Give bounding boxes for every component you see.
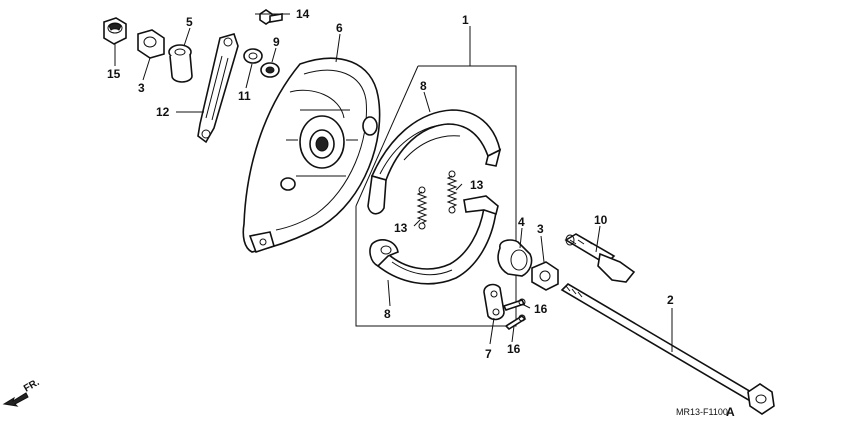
diagram-revision: A: [726, 405, 735, 419]
part-7-plate: [483, 283, 505, 321]
part-12-torque-link: [197, 33, 239, 144]
diagram-code: MR13-F1100 A: [676, 405, 735, 419]
callout-3-right: 3: [537, 222, 544, 236]
part-1-bracket: [355, 26, 517, 327]
callout-8-lower: 8: [384, 307, 391, 321]
callout-labels: 1 2 3 3 4 5 6 7 8 8 9 10 11 12 13 13 14 …: [107, 7, 674, 361]
part-15-nut: [103, 17, 127, 45]
callout-16-lower: 16: [507, 342, 521, 356]
front-label: FR.: [22, 377, 42, 395]
part-2-axle: [560, 282, 775, 415]
part-8-shoe-lower: [369, 195, 499, 285]
callout-6: 6: [336, 21, 343, 35]
callout-15: 15: [107, 67, 121, 81]
callout-12: 12: [156, 105, 170, 119]
part-13-spring-left: [416, 186, 428, 230]
callout-1: 1: [462, 13, 469, 27]
callout-13-left: 13: [394, 221, 408, 235]
callout-2: 2: [667, 293, 674, 307]
part-9-nut: [260, 62, 280, 78]
part-10-brake-cam: [564, 233, 636, 283]
callout-4: 4: [518, 215, 525, 229]
callout-5: 5: [186, 15, 193, 29]
part-3-collar-left: [137, 29, 165, 59]
callout-8-upper: 8: [420, 79, 427, 93]
callout-14: 14: [296, 7, 310, 21]
part-5-spacer: [168, 44, 193, 83]
callout-13-right: 13: [470, 178, 484, 192]
part-4-spacer: [497, 239, 533, 277]
callout-11: 11: [238, 89, 251, 103]
part-16-pin-lower: [504, 314, 527, 331]
part-3-collar-right: [531, 261, 559, 291]
part-11-washer: [243, 48, 263, 64]
part-6-brake-panel: [242, 57, 381, 254]
front-arrow-icon: [2, 392, 29, 407]
callout-7: 7: [485, 347, 492, 361]
part-16-pin-upper: [502, 298, 526, 311]
callout-3-left: 3: [138, 81, 145, 95]
diagram-code-text: MR13-F1100: [676, 407, 728, 417]
callout-9: 9: [273, 35, 280, 49]
part-13-spring-right: [446, 170, 458, 214]
callout-10: 10: [594, 213, 608, 227]
part-8-shoe-upper: [367, 109, 502, 215]
part-14-bolt: [259, 9, 283, 25]
callout-16-upper: 16: [534, 302, 548, 316]
front-direction-indicator: FR.: [2, 377, 42, 407]
leader-lines: [114, 13, 673, 352]
